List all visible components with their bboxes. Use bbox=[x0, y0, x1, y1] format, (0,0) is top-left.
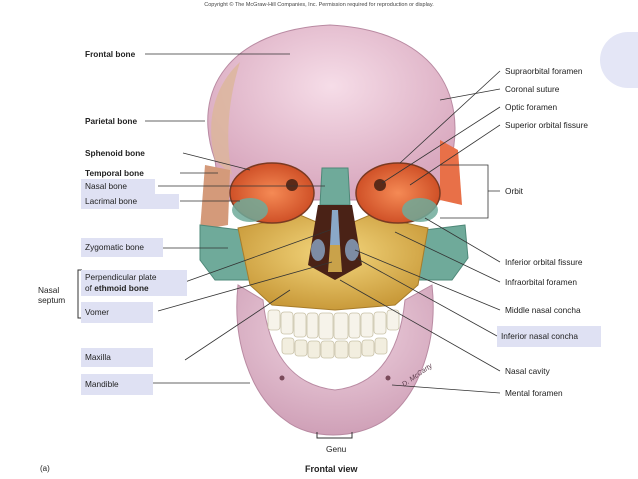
label-middle-nasal-concha: Middle nasal concha bbox=[505, 305, 581, 315]
perpendicular-plate-shape bbox=[330, 210, 340, 245]
mandible-shape bbox=[236, 284, 434, 436]
label-lacrimal-bone: Lacrimal bone bbox=[81, 194, 179, 209]
label-mental-foramen: Mental foramen bbox=[505, 388, 563, 398]
label-genu: Genu bbox=[326, 444, 347, 454]
label-optic-foramen: Optic foramen bbox=[505, 102, 558, 112]
label-temporal-bone: Temporal bone bbox=[85, 168, 144, 178]
side-tab-decoration bbox=[600, 32, 638, 88]
label-nasal-septum: Nasal septum bbox=[38, 285, 65, 305]
nasal-septum-line2: septum bbox=[38, 295, 66, 305]
label-infraorbital-foramen: Infraorbital foramen bbox=[505, 277, 577, 287]
label-parietal-bone: Parietal bone bbox=[85, 116, 138, 126]
lower-teeth bbox=[281, 337, 388, 359]
perpendicular-plate-line1: Perpendicular plate bbox=[85, 272, 157, 282]
label-frontal-bone: Frontal bone bbox=[85, 49, 136, 59]
perpendicular-plate-prefix: of bbox=[85, 283, 92, 293]
nasal-septum-line1: Nasal bbox=[38, 285, 60, 295]
view-caption: Frontal view bbox=[305, 464, 358, 474]
copyright-notice: Copyright © The McGraw-Hill Companies, I… bbox=[204, 2, 434, 8]
perpendicular-plate-line2: of ethmoid bone bbox=[85, 283, 183, 294]
label-zygomatic-bone: Zygomatic bone bbox=[81, 238, 163, 257]
genu-bracket bbox=[316, 432, 353, 439]
label-sphenoid-bone: Sphenoid bone bbox=[85, 148, 145, 158]
label-nasal-bone: Nasal bone bbox=[81, 179, 155, 194]
ethmoid-bone-text: ethmoid bone bbox=[94, 283, 149, 293]
temporal-bone-shape bbox=[200, 165, 230, 230]
label-orbit: Orbit bbox=[505, 186, 523, 196]
label-mandible: Mandible bbox=[81, 374, 153, 395]
label-coronal-suture: Coronal suture bbox=[505, 84, 560, 94]
label-perpendicular-plate: Perpendicular plate of ethmoid bone bbox=[81, 270, 187, 296]
label-maxilla: Maxilla bbox=[81, 348, 153, 367]
nasal-septum-bracket bbox=[77, 269, 82, 319]
parietal-bone-shape bbox=[211, 62, 240, 175]
label-nasal-cavity: Nasal cavity bbox=[505, 366, 550, 376]
left-leader-lines bbox=[130, 53, 333, 384]
nasal-bone-shape bbox=[319, 167, 351, 206]
frontal-bone-shape bbox=[207, 24, 456, 201]
label-inferior-nasal-concha: Inferior nasal concha bbox=[497, 326, 601, 347]
label-inferior-orbital-fissure: Inferior orbital fissure bbox=[505, 257, 583, 267]
label-superior-orbital-fissure: Superior orbital fissure bbox=[505, 120, 589, 130]
sphenoid-right-shape bbox=[440, 140, 462, 205]
panel-tag: (a) bbox=[40, 464, 50, 473]
upper-teeth bbox=[267, 309, 400, 340]
vomer-shape bbox=[328, 245, 342, 272]
label-vomer: Vomer bbox=[81, 302, 153, 323]
label-supraorbital-foramen: Supraorbital foramen bbox=[505, 66, 583, 76]
right-leader-lines bbox=[339, 70, 501, 394]
